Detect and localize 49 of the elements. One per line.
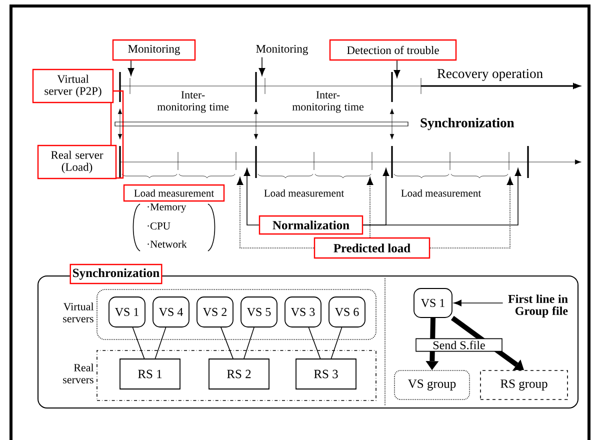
group-box: VS group	[394, 370, 470, 400]
measurement-label: Load measurement	[264, 189, 344, 197]
row-label: Virtual server (P2P)	[32, 68, 114, 104]
callout-label: Monitoring	[112, 39, 196, 61]
server-box: VS 5	[240, 296, 278, 328]
group-box: RS group	[480, 370, 568, 400]
arrow	[362, 168, 522, 226]
server-box: RS 3	[296, 358, 356, 390]
server-box: VS 4	[152, 296, 190, 328]
connector-line	[330, 327, 342, 359]
server-box: VS 1	[108, 296, 146, 328]
arrow	[394, 60, 400, 78]
connector-line	[132, 327, 145, 359]
server-box: VS 2	[196, 296, 234, 328]
group-label: Real servers	[63, 364, 94, 384]
arrow	[454, 300, 504, 306]
server-box: VS 1	[414, 288, 452, 318]
server-box: RS 1	[120, 358, 180, 390]
server-box: RS 2	[208, 358, 270, 390]
list-item: ·CPU	[148, 222, 170, 230]
arrow	[366, 177, 374, 238]
arrow	[128, 60, 134, 76]
callout-label: Monitoring	[254, 42, 310, 58]
note-label: First line in Group file	[508, 294, 568, 318]
arrow	[244, 168, 260, 226]
connector-line	[154, 327, 166, 359]
server-box: VS 3	[284, 296, 322, 328]
normalization-label: Normalization	[258, 215, 364, 235]
callout-label: Detection of trouble	[329, 39, 457, 61]
list-item: ·Network	[148, 240, 187, 248]
arrow	[426, 318, 439, 370]
measurement-label: Load measurement	[123, 184, 225, 202]
connector-line	[244, 327, 254, 359]
row-label: Real server (Load)	[37, 144, 117, 180]
predicted-load-label: Predicted load	[314, 237, 430, 259]
arrow	[430, 177, 514, 248]
connector-line	[220, 327, 234, 359]
panel-heading: Synchronization	[70, 264, 162, 284]
recovery-label: Recovery operation	[437, 69, 543, 81]
group-label: Virtual servers	[63, 302, 94, 322]
connector-line	[308, 327, 321, 359]
bar-label: Synchronization	[420, 118, 514, 130]
arrow	[258, 56, 266, 76]
interval-label: Inter-monitoring time	[292, 91, 364, 113]
measurement-label: Load measurement	[401, 189, 482, 197]
server-box: VS 6	[328, 296, 366, 328]
interval-label: Inter-monitoring time	[157, 91, 228, 113]
arrow	[236, 177, 314, 248]
edge-label: Send S.file	[416, 338, 502, 352]
